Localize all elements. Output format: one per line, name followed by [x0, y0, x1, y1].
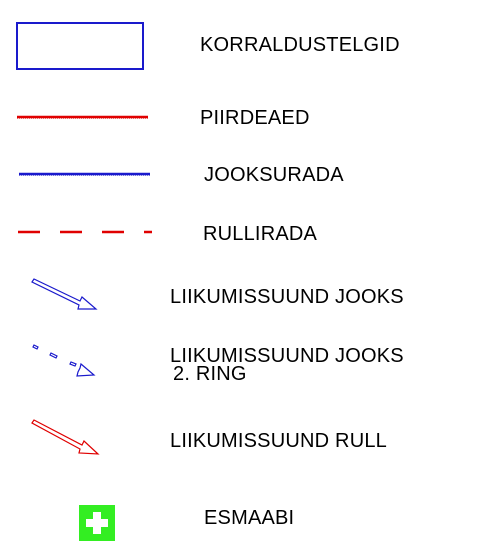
running-direction-second-lap-arrow-icon	[32, 344, 96, 377]
legend-label: KORRALDUSTELGID	[200, 34, 400, 56]
skating-direction-arrow-icon	[31, 419, 100, 455]
legend-label-second-line: 2. RING	[173, 363, 247, 385]
legend-label: RULLIRADA	[203, 223, 318, 245]
first-aid-icon	[79, 505, 115, 541]
fence-line-icon	[17, 115, 148, 119]
running-direction-arrow-icon	[31, 278, 98, 310]
skating-track-dashed-line-icon	[18, 230, 152, 234]
legend-label: LIIKUMISSUUND JOOKS	[170, 345, 404, 367]
legend-label: LIIKUMISSUUND RULL	[170, 430, 387, 452]
legend-label: PIIRDEAED	[200, 107, 310, 129]
legend-label: ESMAABI	[204, 507, 295, 529]
legend-label: LIIKUMISSUUND JOOKS	[170, 286, 404, 308]
running-track-line-icon	[19, 172, 150, 176]
legend-label: JOOKSURADA	[204, 164, 344, 186]
tent-rectangle-icon	[16, 22, 144, 70]
